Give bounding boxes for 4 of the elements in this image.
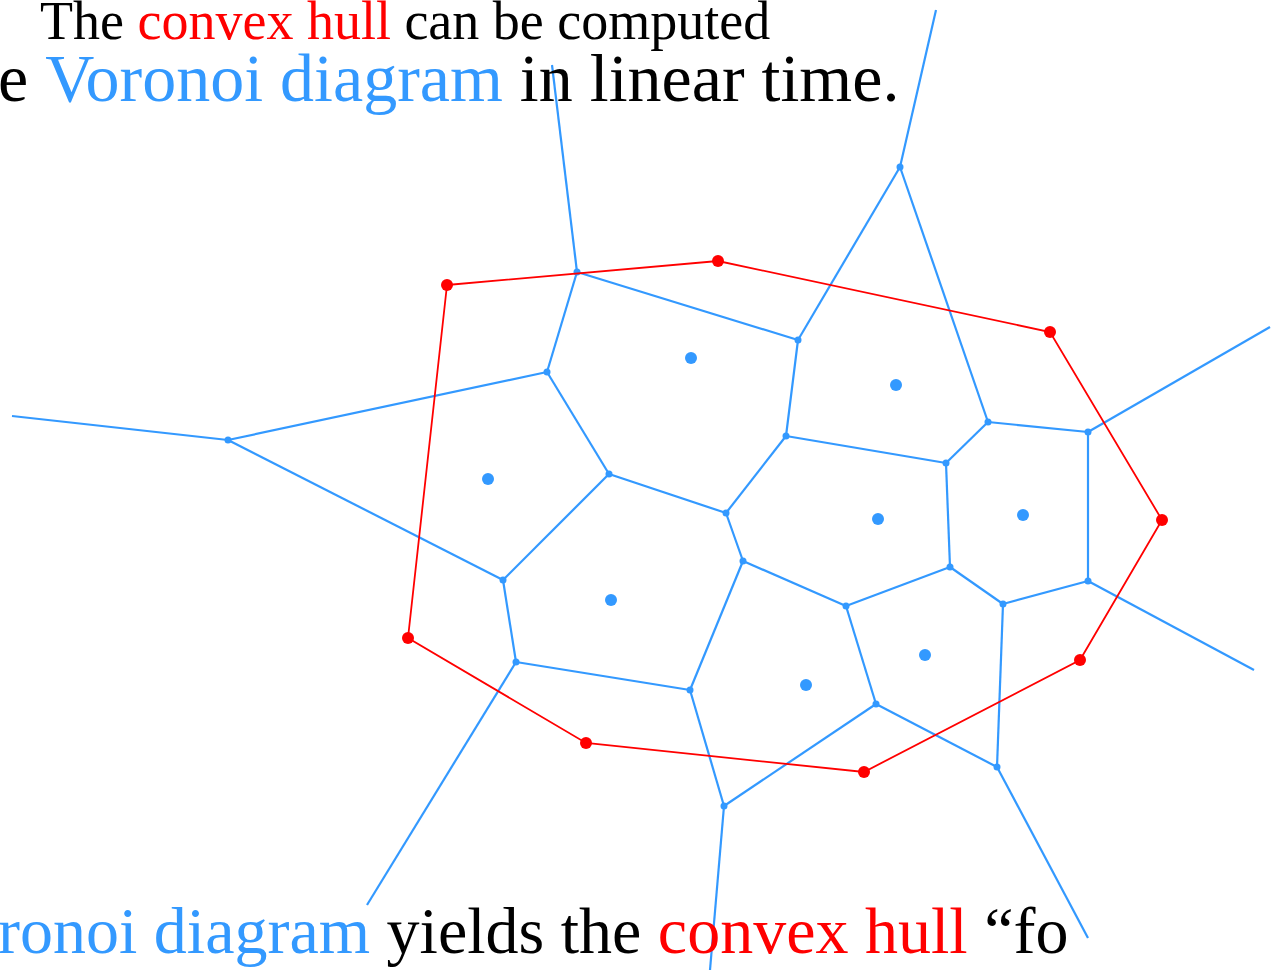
caption-text: e bbox=[0, 40, 29, 116]
caption-text: yields the bbox=[386, 894, 642, 967]
caption-text: “fo bbox=[984, 894, 1069, 967]
highlighted-term: ronoi diagram bbox=[0, 894, 371, 967]
